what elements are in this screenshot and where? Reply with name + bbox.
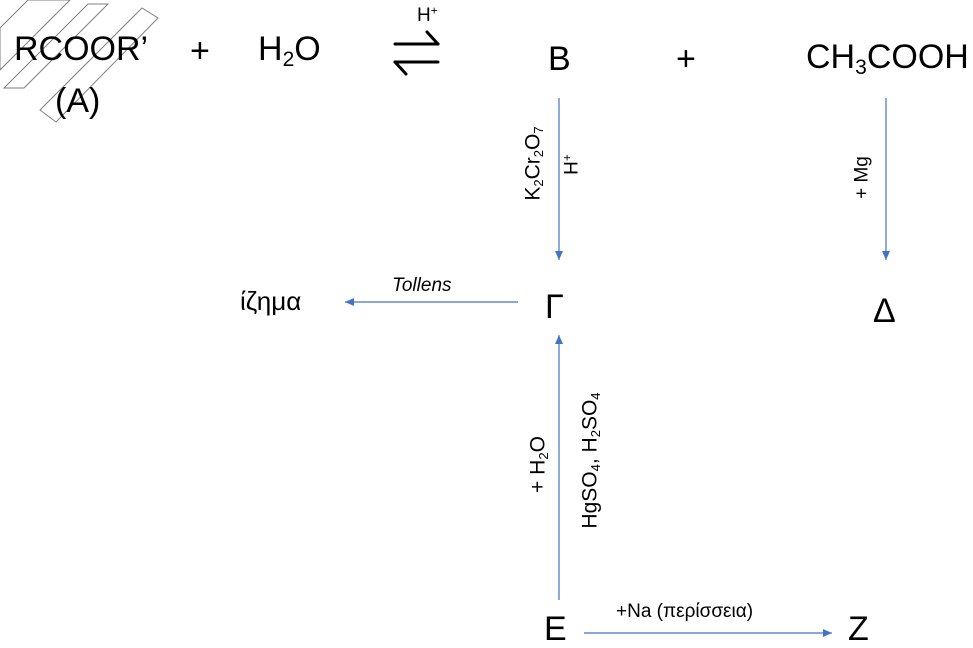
acetic-acid-formula: CH3COOH bbox=[806, 38, 969, 79]
precipitate-label: ίζημα bbox=[240, 286, 302, 316]
compound-gamma: Γ bbox=[545, 288, 564, 326]
ester-formula: RCOOR’ bbox=[14, 30, 149, 68]
acid-catalyst-label: H+ bbox=[417, 4, 438, 26]
sodium-reagent: +Na (περίσσεια) bbox=[616, 601, 754, 622]
tollens-reagent: Tollens bbox=[392, 275, 452, 296]
magnesium-reagent: + Mg bbox=[851, 156, 873, 199]
dichromate-reagent: K2Cr2O7 bbox=[521, 126, 547, 201]
hydration-catalyst-reagent: HgSO4, H2SO4 bbox=[578, 392, 604, 529]
compound-zeta: Ζ bbox=[848, 610, 869, 648]
water-formula: H2O bbox=[258, 30, 321, 71]
plus-sign: + bbox=[190, 32, 210, 70]
ester-label: (A) bbox=[55, 82, 101, 120]
product-b: B bbox=[548, 40, 571, 78]
compound-epsilon: Ε bbox=[544, 610, 567, 648]
oxidation-acid-label: H+ bbox=[561, 154, 583, 175]
hydration-water-reagent: + H2O bbox=[526, 436, 552, 493]
compound-delta: Δ bbox=[873, 292, 896, 330]
plus-sign-2: + bbox=[676, 40, 696, 78]
